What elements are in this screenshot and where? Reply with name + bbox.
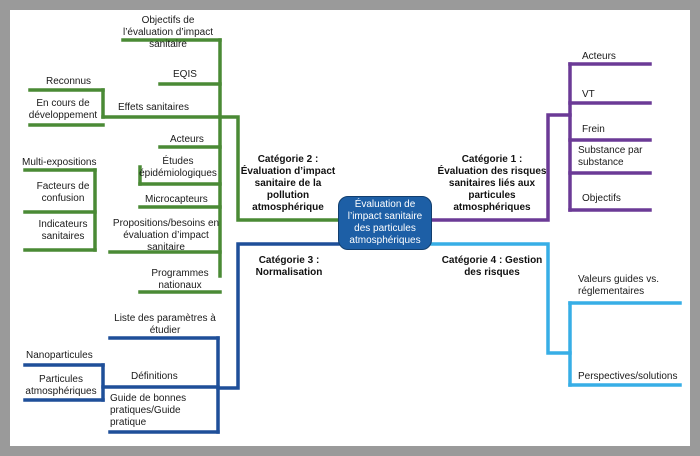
leaf-en-cours-de-developpement: En cours de développement [28,98,98,121]
leaf-valeurs-guides: Valeurs guides vs. réglementaires [578,274,659,297]
leaf-propositions-besoins: Propositions/besoins en évaluation d’imp… [112,218,220,253]
category-4-connectors [430,242,682,387]
category-1-connectors [430,62,652,222]
leaf-nanoparticules: Nanoparticules [26,350,93,361]
central-topic-node: Évaluation de l’impact sanitaire des par… [338,196,432,250]
category-1-label: Catégorie 1 : Évaluation des risques san… [437,154,547,213]
leaf-substance-par-substance: Substance par substance [578,145,643,168]
leaf-multi-expositions: Multi-expositions [22,157,97,168]
leaf-acteurs-cat1: Acteurs [582,51,616,62]
leaf-indicateurs-sanitaires: Indicateurs sanitaires [38,219,88,242]
leaf-microcapteurs: Microcapteurs [145,194,208,205]
category-2-label: Catégorie 2 : Évaluation d’impact sanita… [240,154,336,213]
leaf-eqis: EQIS [173,69,197,80]
leaf-particules-atmospheriques: Particules atmosphériques [25,374,97,397]
leaf-objectifs-cat1: Objectifs [582,193,621,204]
central-topic-label: Évaluation de l’impact sanitaire des par… [347,199,423,246]
leaf-vt: VT [582,89,595,100]
leaf-programmes-nationaux: Programmes nationaux [151,268,209,291]
category-4-label: Catégorie 4 : Gestion des risques [441,255,543,278]
category-3-connectors [23,242,340,434]
leaf-perspectives-solutions: Perspectives/solutions [578,371,678,382]
leaf-effets-sanitaires: Effets sanitaires [118,102,189,113]
leaf-etudes-epidemiologiques: Études épidémiologiques [139,156,217,179]
leaf-objectifs-eis: Objectifs de l’évaluation d’impact sanit… [122,15,214,50]
leaf-reconnus: Reconnus [46,76,92,87]
leaf-frein: Frein [582,124,605,135]
leaf-acteurs-cat2: Acteurs [170,134,204,145]
leaf-guide-bonnes-pratiques: Guide de bonnes pratiques/Guide pratique [110,393,187,428]
leaf-facteurs-de-confusion: Facteurs de confusion [36,181,90,204]
leaf-definitions: Définitions [131,371,178,382]
leaf-liste-des-parametres: Liste des paramètres à étudier [114,313,216,336]
category-2-connectors [23,38,340,294]
category-3-label: Catégorie 3 : Normalisation [255,255,323,278]
